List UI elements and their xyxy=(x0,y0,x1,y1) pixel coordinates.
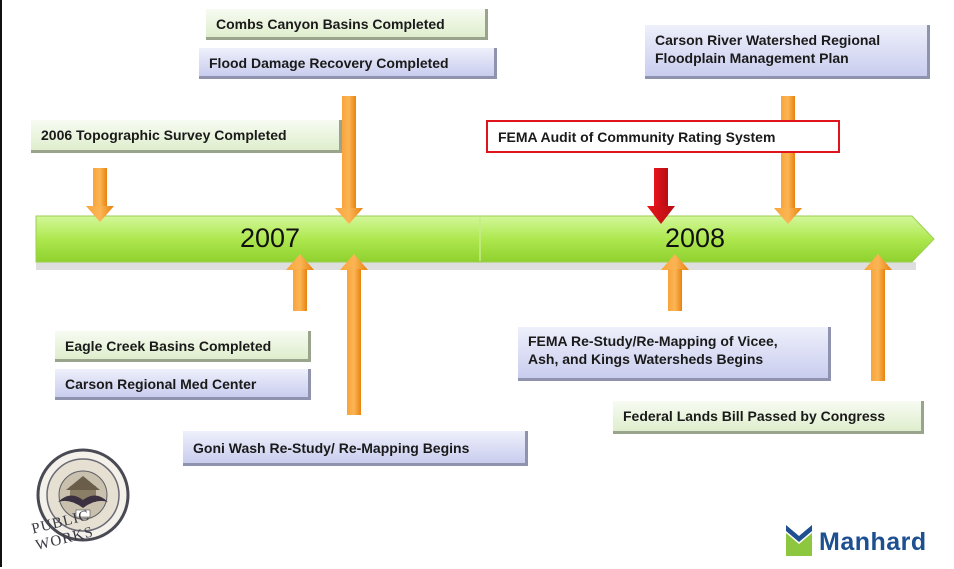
event-med-center: Carson Regional Med Center xyxy=(55,369,311,400)
event-goni-wash: Goni Wash Re-Study/ Re-Mapping Begins xyxy=(183,431,528,466)
event-label: Flood Damage Recovery Completed xyxy=(209,55,449,71)
event-label: Eagle Creek Basins Completed xyxy=(65,338,272,354)
event-combs-canyon: Combs Canyon Basins Completed xyxy=(206,9,488,40)
event-federal-lands: Federal Lands Bill Passed by Congress xyxy=(613,401,924,434)
event-label: Goni Wash Re-Study/ Re-Mapping Begins xyxy=(193,440,470,456)
event-label: Combs Canyon Basins Completed xyxy=(216,16,445,32)
event-fema-audit: FEMA Audit of Community Rating System xyxy=(486,120,840,153)
arrow-topo-survey xyxy=(86,168,114,222)
event-label-line1: FEMA Re-Study/Re-Mapping of Vicee, xyxy=(528,333,778,349)
manhard-logo-text: Manhard xyxy=(819,528,927,556)
arrow-eagle-creek xyxy=(286,254,314,311)
arrow-fema-audit xyxy=(647,168,675,224)
timeline-bar xyxy=(35,215,935,263)
year-2007-label: 2007 xyxy=(240,223,301,253)
event-label-line2: Floodplain Management Plan xyxy=(655,50,849,66)
event-label: Carson Regional Med Center xyxy=(65,376,257,392)
arrow-fema-restudy xyxy=(661,254,689,311)
arrow-goni-wash xyxy=(340,254,368,415)
event-fema-restudy: FEMA Re-Study/Re-Mapping of Vicee, Ash, … xyxy=(518,327,831,381)
event-label: FEMA Audit of Community Rating System xyxy=(498,129,776,145)
event-eagle-creek: Eagle Creek Basins Completed xyxy=(55,331,311,362)
event-flood-damage: Flood Damage Recovery Completed xyxy=(199,48,497,79)
event-label: Federal Lands Bill Passed by Congress xyxy=(623,408,886,424)
event-label: 2006 Topographic Survey Completed xyxy=(41,127,287,143)
arrow-federal-lands xyxy=(864,254,892,381)
event-label-line2: Ash, and Kings Watersheds Begins xyxy=(528,351,764,367)
event-carson-river-plan: Carson River Watershed Regional Floodpla… xyxy=(645,25,930,79)
timeline-shadow xyxy=(36,262,916,270)
event-topo-survey: 2006 Topographic Survey Completed xyxy=(31,120,342,153)
arrow-flood-damage xyxy=(335,96,363,224)
arrow-carson-river xyxy=(774,96,802,224)
seal-logo xyxy=(36,448,130,542)
event-label-line1: Carson River Watershed Regional xyxy=(655,32,881,48)
manhard-m-icon xyxy=(786,525,812,556)
year-2008-label: 2008 xyxy=(665,223,726,253)
